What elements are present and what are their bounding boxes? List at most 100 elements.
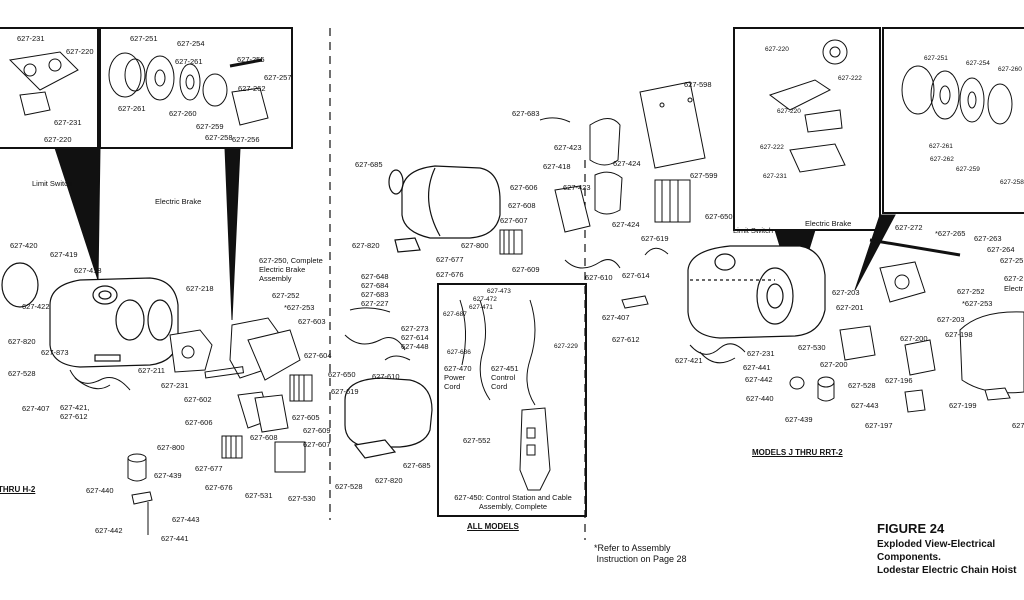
part-label: 627-255 — [237, 55, 265, 64]
part-label: 627-231 — [54, 118, 82, 127]
caption-left-models: THRU H-2 — [0, 485, 36, 494]
part-label: 627-260 — [998, 66, 1022, 73]
part-label: 627-676 — [205, 483, 233, 492]
part-label: 627-259 — [196, 122, 224, 131]
part-label: 627-676 — [436, 270, 464, 279]
part-label: 627-531 — [245, 491, 273, 500]
part-label: 627-442 — [745, 375, 773, 384]
part-label: 627-422 — [22, 302, 50, 311]
part-label: 627-619 — [641, 234, 669, 243]
label-limit-switch-right: Limit Switch — [733, 226, 774, 235]
part-label: 627-604 — [304, 351, 332, 360]
part-label: 627-256 — [232, 135, 260, 144]
brake-disc-sketch-left — [108, 52, 269, 126]
part-label: 627-262 — [930, 156, 954, 163]
part-label: 627-607 — [500, 216, 528, 225]
part-label: 627-203 — [937, 315, 965, 324]
part-label: 627-441 — [161, 534, 189, 543]
part-label: 627-610 — [585, 273, 613, 282]
part-label: 627-264 — [987, 245, 1015, 254]
brake-disc-sketch-right — [901, 65, 1013, 125]
part-label: 627-650 — [705, 212, 733, 221]
part-label: 627-610 — [372, 372, 400, 381]
part-label: 627-648 — [361, 272, 389, 281]
capacitor-right — [789, 376, 835, 402]
part-label: 627-418 — [543, 162, 571, 171]
label-control-station: 627-450: Control Station and Cable Assem… — [454, 493, 572, 511]
part-label: 627- — [1012, 421, 1024, 430]
part-label: 627-528 — [8, 369, 36, 378]
part-label: 627-231 — [763, 173, 787, 180]
part-label: 627-608 — [250, 433, 278, 442]
part-label: 627-677 — [195, 464, 223, 473]
part-label: 627-272 — [895, 223, 923, 232]
part-label: 627-254 — [966, 60, 990, 67]
figure-subtitle-1: Exploded View-Electrical — [877, 539, 996, 550]
part-label: 627-614 — [622, 271, 650, 280]
part-label: 627-528 — [335, 482, 363, 491]
part-label: 627-196 — [885, 376, 913, 385]
part-label: 627-599 — [690, 171, 718, 180]
limit-switch-sketch-left — [8, 51, 79, 116]
part-label: 627-407 — [602, 313, 630, 322]
part-label: 627-607 — [303, 440, 331, 449]
part-label: 627-220 — [66, 47, 94, 56]
detail-box-brake-right — [882, 27, 1024, 214]
label-electric-brake-right: Electric Brake — [805, 219, 852, 228]
part-label: 627-220 — [777, 108, 801, 115]
part-label: 627-227 — [361, 299, 389, 308]
part-label: 627-200 — [900, 334, 928, 343]
part-label: 627-619 — [331, 387, 359, 396]
part-label: 627-258 — [205, 133, 233, 142]
part-label: 627-261 — [929, 143, 953, 150]
part-label: 627-800 — [461, 241, 489, 250]
part-label: 627-231 — [747, 349, 775, 358]
part-label: 627-687 — [443, 311, 467, 318]
part-label: 627-614 — [401, 333, 429, 342]
part-label: 627-873 — [41, 348, 69, 357]
part-label: 627-423 — [563, 183, 591, 192]
part-label: 627-598 — [684, 80, 712, 89]
part-label: 627-439 — [785, 415, 813, 424]
part-label: 627-229 — [554, 343, 578, 350]
capacitor-left — [127, 453, 153, 535]
part-label: 627-684 — [361, 281, 389, 290]
brake-assembly-left — [169, 317, 301, 381]
part-label: 627-420 — [10, 241, 38, 250]
part-label: 627-197 — [865, 421, 893, 430]
part-label: 627-528 — [848, 381, 876, 390]
part-label: 627-612 — [612, 335, 640, 344]
part-label: 627-423 — [554, 143, 582, 152]
end-cover-left — [344, 377, 433, 459]
part-label: 627-609 — [512, 265, 540, 274]
part-label: 627-252 — [272, 291, 300, 300]
part-label: 627-220 — [765, 46, 789, 53]
part-label: 627-685 — [403, 461, 431, 470]
part-label: 627-602 — [184, 395, 212, 404]
callout-wedge-limit-left — [54, 147, 101, 281]
part-label: 627-683 — [512, 109, 540, 118]
control-module-middle — [499, 118, 623, 255]
hoist-body-left — [1, 262, 179, 368]
control-station-sketch — [459, 299, 551, 491]
part-label: 627-222 — [838, 75, 862, 82]
part-label: 627-530 — [798, 343, 826, 352]
part-label: 627-439 — [154, 471, 182, 480]
part-label: 627-201 — [836, 303, 864, 312]
label-brake-assembly: 627-250, Complete Electric Brake Assembl… — [259, 256, 323, 283]
wiring-right — [621, 238, 961, 364]
part-label: 627-220 — [44, 135, 72, 144]
part-label: 627-650 — [328, 370, 356, 379]
part-label: 627-612 — [60, 412, 88, 421]
control-panel-left — [221, 374, 313, 473]
figure-title: FIGURE 24 — [877, 521, 945, 536]
part-label: 627-686 — [447, 349, 471, 356]
part-label: 627-251 — [924, 55, 948, 62]
motor-cover-middle — [388, 165, 501, 253]
part-label: 627-448 — [401, 342, 429, 351]
part-label: 627-440 — [746, 394, 774, 403]
label-power-cord: 627-470 Power Cord — [444, 364, 472, 391]
label-limit-switch-left: Limit Switch — [32, 179, 73, 188]
part-label: 627-677 — [436, 255, 464, 264]
